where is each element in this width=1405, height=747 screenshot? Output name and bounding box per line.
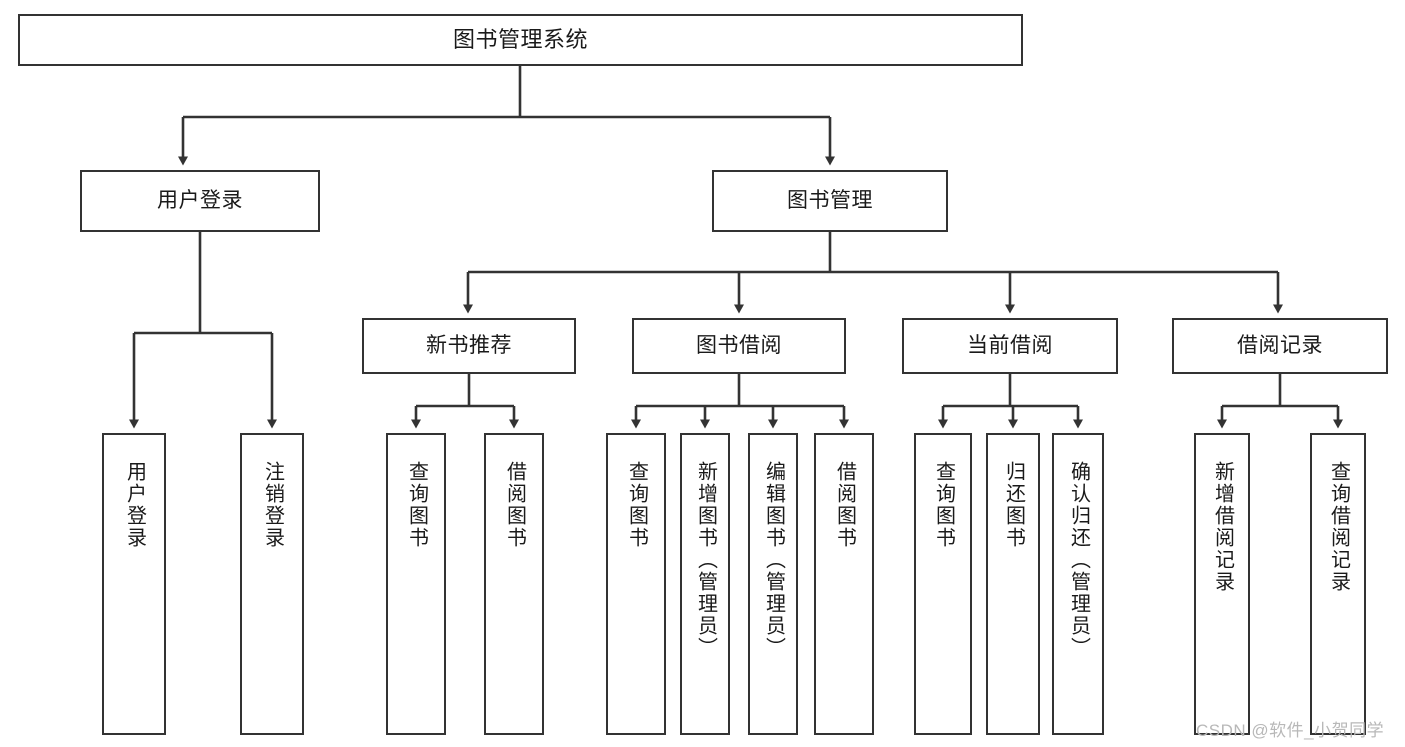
edge-group-user-login	[129, 232, 277, 429]
node-book-manage-label: 图书管理	[787, 189, 873, 213]
node-current-borrow-label: 当前借阅	[967, 334, 1053, 358]
edge-group-root	[178, 66, 835, 166]
node-leaf-edit-book-admin-label: 编辑图书（管理员）	[762, 461, 785, 659]
node-leaf-return-book-label: 归还图书	[1002, 461, 1025, 549]
node-leaf-borrow-book[interactable]: 借阅图书	[814, 433, 874, 735]
node-leaf-query-book-recommend-label: 查询图书	[405, 461, 428, 549]
node-leaf-add-book-admin[interactable]: 新增图书（管理员）	[680, 433, 730, 735]
node-leaf-query-book-current[interactable]: 查询图书	[914, 433, 972, 735]
node-leaf-confirm-return-admin-label: 确认归还（管理员）	[1067, 461, 1090, 659]
node-current-borrow[interactable]: 当前借阅	[902, 318, 1118, 374]
node-leaf-user-login-label: 用户登录	[123, 461, 146, 549]
node-leaf-borrow-book-recommend-label: 借阅图书	[503, 461, 526, 549]
csdn-watermark: CSDN @软件_小贺同学	[1196, 721, 1385, 740]
node-leaf-edit-book-admin[interactable]: 编辑图书（管理员）	[748, 433, 798, 735]
node-book-borrow[interactable]: 图书借阅	[632, 318, 846, 374]
node-user-login-label: 用户登录	[157, 189, 243, 213]
node-leaf-query-book-recommend[interactable]: 查询图书	[386, 433, 446, 735]
node-book-borrow-label: 图书借阅	[696, 334, 782, 358]
node-leaf-logout-login-label: 注销登录	[261, 461, 284, 549]
node-borrow-record[interactable]: 借阅记录	[1172, 318, 1388, 374]
node-leaf-query-borrow-record-label: 查询借阅记录	[1327, 461, 1350, 593]
node-leaf-borrow-book-recommend[interactable]: 借阅图书	[484, 433, 544, 735]
node-leaf-confirm-return-admin[interactable]: 确认归还（管理员）	[1052, 433, 1104, 735]
edge-group-book-borrow	[631, 374, 849, 429]
edge-group-new-book-recommend	[411, 374, 519, 429]
node-leaf-query-book-borrow[interactable]: 查询图书	[606, 433, 666, 735]
node-book-manage[interactable]: 图书管理	[712, 170, 948, 232]
edge-group-book-manage	[463, 232, 1283, 314]
edge-group-borrow-record	[1217, 374, 1343, 429]
node-leaf-logout-login[interactable]: 注销登录	[240, 433, 304, 735]
node-borrow-record-label: 借阅记录	[1237, 334, 1323, 358]
node-leaf-return-book[interactable]: 归还图书	[986, 433, 1040, 735]
node-leaf-query-book-current-label: 查询图书	[932, 461, 955, 549]
node-leaf-query-book-borrow-label: 查询图书	[625, 461, 648, 549]
edge-group-current-borrow	[938, 374, 1083, 429]
node-leaf-add-borrow-record-label: 新增借阅记录	[1211, 461, 1234, 593]
node-root-label: 图书管理系统	[452, 26, 588, 52]
node-user-login[interactable]: 用户登录	[80, 170, 320, 232]
node-leaf-add-book-admin-label: 新增图书（管理员）	[694, 461, 717, 659]
node-new-book-recommend[interactable]: 新书推荐	[362, 318, 576, 374]
node-new-book-recommend-label: 新书推荐	[426, 334, 512, 358]
node-leaf-add-borrow-record[interactable]: 新增借阅记录	[1194, 433, 1250, 735]
node-root[interactable]: 图书管理系统	[18, 14, 1023, 66]
node-leaf-query-borrow-record[interactable]: 查询借阅记录	[1310, 433, 1366, 735]
node-leaf-borrow-book-label: 借阅图书	[833, 461, 856, 549]
node-leaf-user-login[interactable]: 用户登录	[102, 433, 166, 735]
